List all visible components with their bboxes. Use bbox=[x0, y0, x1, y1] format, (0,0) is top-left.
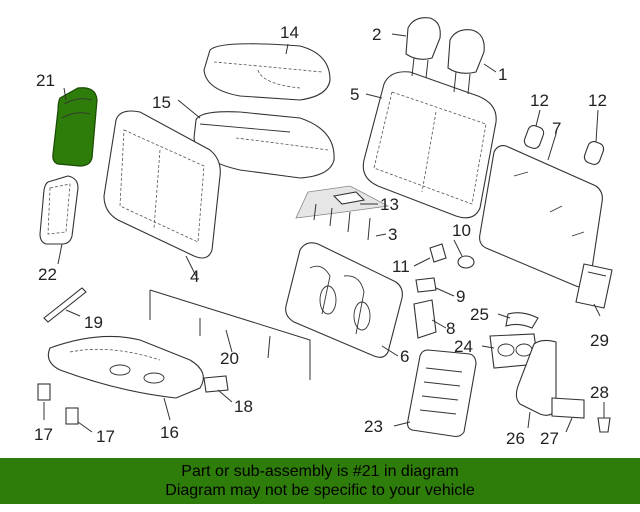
callout-2: 2 bbox=[372, 25, 381, 44]
callout-22: 22 bbox=[38, 265, 57, 284]
callout-labels: 2 1 14 5 15 12 12 7 21 13 3 4 10 11 9 8 … bbox=[34, 23, 609, 448]
callout-27: 27 bbox=[540, 429, 559, 448]
part-17-clip-a[interactable] bbox=[37, 383, 51, 401]
banner-line-1: Part or sub-assembly is #21 in diagram bbox=[181, 463, 459, 480]
part-21-armrest-cover[interactable] bbox=[52, 87, 98, 167]
callout-25: 25 bbox=[470, 305, 489, 324]
parts-diagram: 2 1 14 5 15 12 12 7 21 13 3 4 10 11 9 8 … bbox=[34, 17, 613, 448]
callout-4: 4 bbox=[190, 267, 199, 286]
part-26-armrest[interactable] bbox=[515, 339, 557, 416]
part-11-clip[interactable] bbox=[429, 243, 447, 263]
callout-17-right: 17 bbox=[96, 427, 115, 446]
part-13-hardware[interactable] bbox=[295, 185, 390, 241]
part-20-frame[interactable] bbox=[149, 289, 311, 380]
part-23-grille[interactable] bbox=[406, 349, 477, 438]
callout-17-left: 17 bbox=[34, 425, 53, 444]
part-17-clip-b[interactable] bbox=[65, 407, 79, 425]
part-14-seat-cushion[interactable] bbox=[203, 43, 331, 101]
callout-12-right: 12 bbox=[588, 91, 607, 110]
part-2-headrest[interactable] bbox=[405, 17, 441, 79]
callout-5: 5 bbox=[350, 85, 359, 104]
part-16-floor-pan[interactable] bbox=[47, 335, 204, 399]
callout-12-left: 12 bbox=[530, 91, 549, 110]
callout-29: 29 bbox=[590, 331, 609, 350]
callout-7: 7 bbox=[552, 119, 561, 138]
callout-21: 21 bbox=[36, 71, 55, 90]
callout-3: 3 bbox=[388, 225, 397, 244]
callout-15: 15 bbox=[152, 93, 171, 112]
callout-10: 10 bbox=[452, 221, 471, 240]
callout-8: 8 bbox=[446, 319, 455, 338]
callout-20: 20 bbox=[220, 349, 239, 368]
callout-11: 11 bbox=[392, 257, 410, 276]
banner-line-2: Diagram may not be specific to your vehi… bbox=[165, 482, 475, 499]
callout-6: 6 bbox=[400, 347, 409, 366]
part-27-hinge[interactable] bbox=[551, 397, 585, 419]
part-7-back-panel[interactable] bbox=[479, 145, 603, 288]
callout-18: 18 bbox=[234, 397, 253, 416]
part-28-bolt[interactable] bbox=[597, 417, 611, 433]
part-4-seat-back[interactable] bbox=[103, 110, 221, 259]
part-29-panel[interactable] bbox=[575, 263, 613, 309]
part-8-bracket[interactable] bbox=[413, 299, 437, 339]
part-1-headrest[interactable] bbox=[447, 29, 485, 95]
part-25-clips[interactable] bbox=[505, 312, 539, 329]
part-12-clip[interactable] bbox=[523, 124, 546, 150]
callout-13: 13 bbox=[380, 195, 399, 214]
part-5-seat-back[interactable] bbox=[362, 71, 497, 219]
leader-lines bbox=[43, 33, 605, 433]
info-banner: Part or sub-assembly is #21 in diagram D… bbox=[0, 458, 640, 504]
callout-16: 16 bbox=[160, 423, 179, 442]
callout-9: 9 bbox=[456, 287, 465, 306]
part-19-rod[interactable] bbox=[43, 287, 87, 323]
part-18-latch[interactable] bbox=[203, 375, 229, 393]
callout-24: 24 bbox=[454, 337, 473, 356]
part-6-seat-frame[interactable] bbox=[285, 242, 403, 358]
callout-26: 26 bbox=[506, 429, 525, 448]
part-9-clip[interactable] bbox=[415, 277, 437, 293]
part-22-panel[interactable] bbox=[39, 175, 79, 245]
callout-23: 23 bbox=[364, 417, 383, 436]
part-12-clip-b[interactable] bbox=[583, 140, 606, 166]
part-10-clip[interactable] bbox=[457, 255, 475, 269]
callout-19: 19 bbox=[84, 313, 103, 332]
callout-1: 1 bbox=[498, 65, 507, 84]
callout-28: 28 bbox=[590, 383, 609, 402]
callout-14: 14 bbox=[280, 23, 299, 42]
